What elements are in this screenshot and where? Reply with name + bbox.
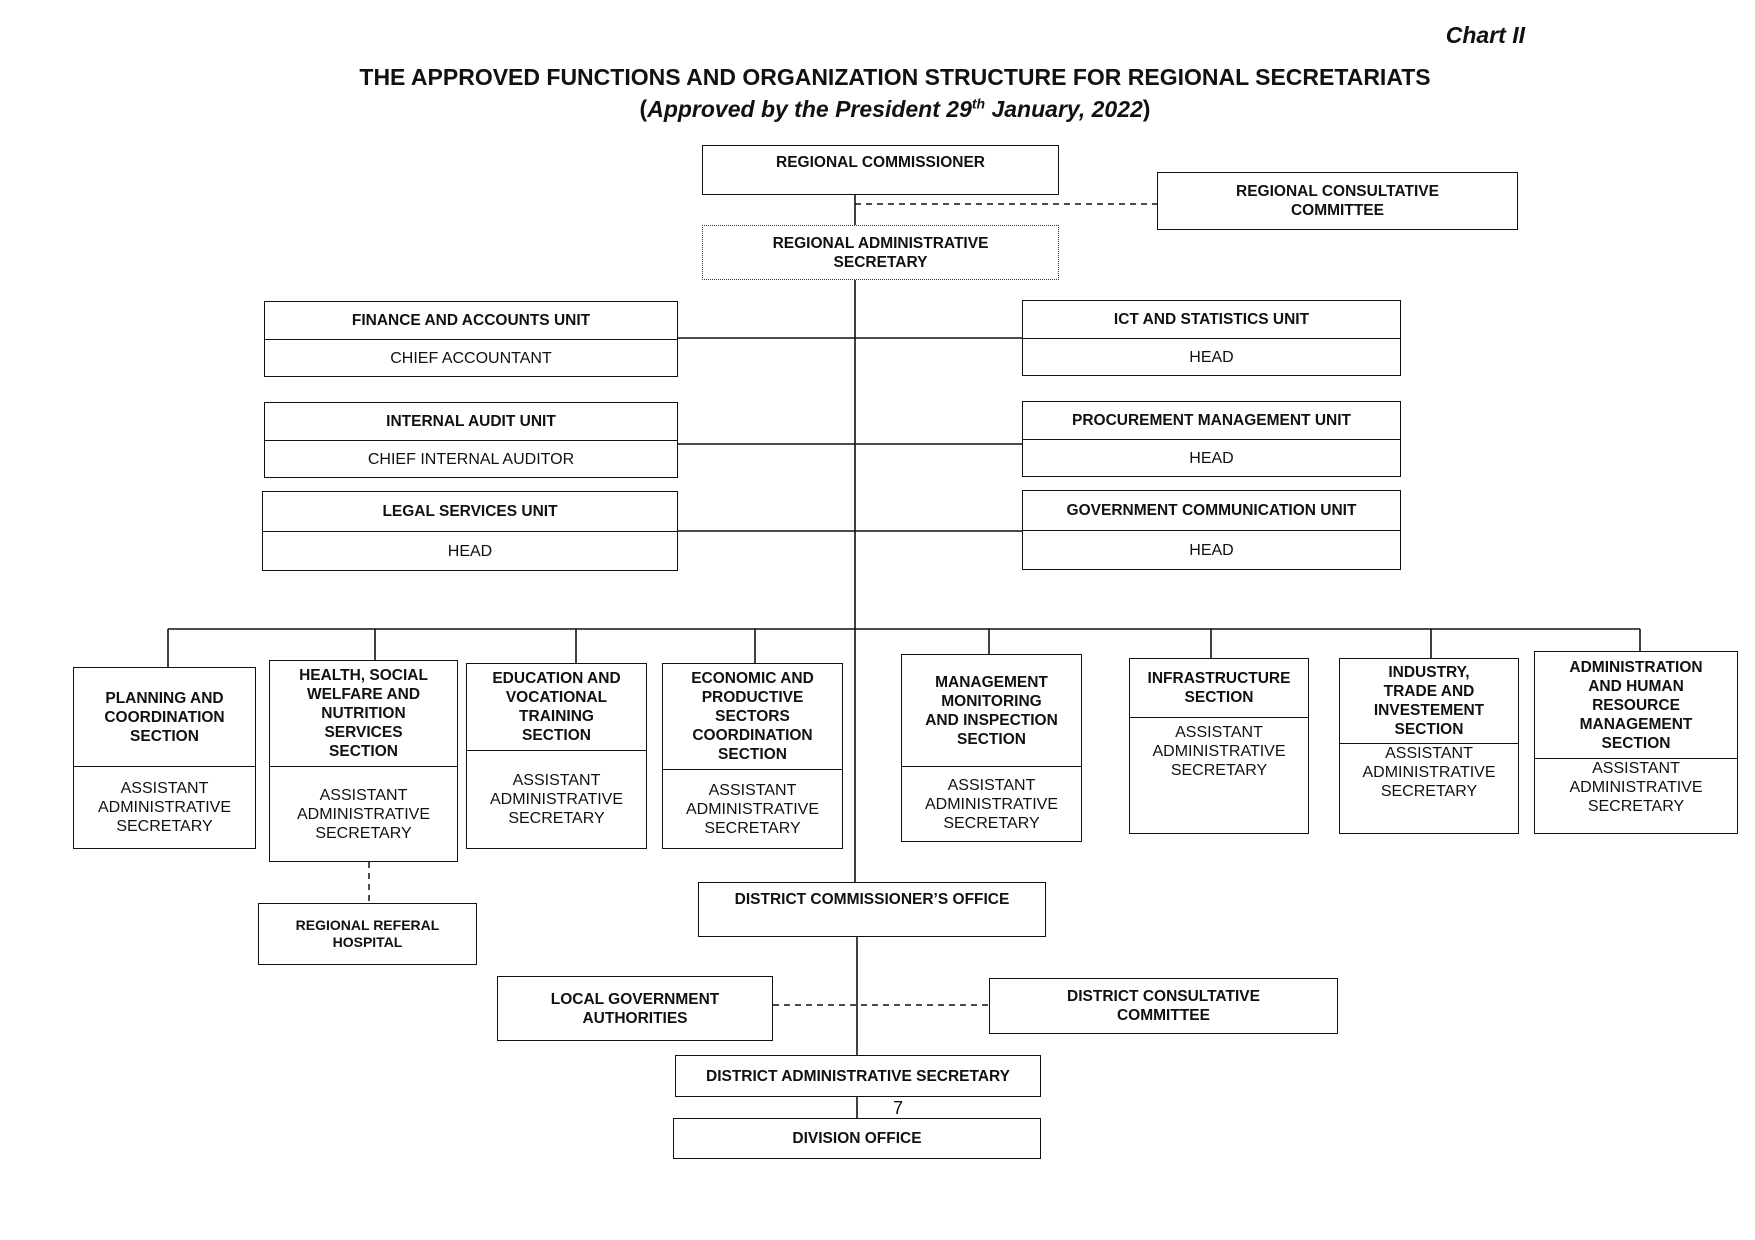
subtitle-date-text: January, 2022 xyxy=(985,95,1143,122)
ict-and-statistics-unit: ICT AND STATISTICS UNIT HEAD xyxy=(1022,300,1401,376)
section-name: INDUSTRY, TRADE AND INVESTEMENT SECTION xyxy=(1373,664,1485,738)
section-name: INFRASTRUCTURE SECTION xyxy=(1147,670,1291,706)
section-head: ASSISTANT ADMINISTRATIVE SECRETARY xyxy=(467,750,646,848)
industry-trade-and-investement-section: INDUSTRY, TRADE AND INVESTEMENT SECTION … xyxy=(1339,658,1519,834)
district-administrative-secretary-box: DISTRICT ADMINISTRATIVE SECRETARY xyxy=(675,1055,1041,1097)
unit-name: ICT AND STATISTICS UNIT xyxy=(1113,311,1310,328)
section-head: ASSISTANT ADMINISTRATIVE SECRETARY xyxy=(902,766,1081,841)
page-title: THE APPROVED FUNCTIONS AND ORGANIZATION … xyxy=(359,64,1431,90)
section-name: ADMINISTRATION AND HUMAN RESOURCE MANAGE… xyxy=(1569,658,1703,752)
government-communication-unit: GOVERNMENT COMMUNICATION UNIT HEAD xyxy=(1022,490,1401,570)
education-and-vocational-training-section: EDUCATION AND VOCATIONAL TRAINING SECTIO… xyxy=(466,663,647,849)
procurement-management-unit: PROCUREMENT MANAGEMENT UNIT HEAD xyxy=(1022,401,1401,477)
section-head: ASSISTANT ADMINISTRATIVE SECRETARY xyxy=(663,769,842,848)
section-name: PLANNING AND COORDINATION SECTION xyxy=(104,689,225,745)
district-consultative-committee-box: DISTRICT CONSULTATIVE COMMITTEE xyxy=(989,978,1338,1034)
page-number: 7 xyxy=(893,1098,904,1118)
infrastructure-section: INFRASTRUCTURE SECTION ASSISTANT ADMINIS… xyxy=(1129,658,1309,834)
chart-number-label: Chart II xyxy=(1445,22,1525,48)
management-monitoring-and-inspection-section: MANAGEMENT MONITORING AND INSPECTION SEC… xyxy=(901,654,1082,842)
unit-head: HEAD xyxy=(1023,338,1400,375)
finance-and-accounts-unit: FINANCE AND ACCOUNTS UNIT CHIEF ACCOUNTA… xyxy=(264,301,678,377)
section-name: ECONOMIC AND PRODUCTIVE SECTORS COORDINA… xyxy=(691,670,814,763)
unit-name: GOVERNMENT COMMUNICATION UNIT xyxy=(1066,502,1357,519)
subtitle-close-paren: ) xyxy=(1142,95,1151,122)
regional-administrative-secretary-box: REGIONAL ADMINISTRATIVE SECRETARY xyxy=(702,225,1059,280)
regional-commissioner-box: REGIONAL COMMISSIONER xyxy=(702,145,1059,195)
section-name: HEALTH, SOCIAL WELFARE AND NUTRITION SER… xyxy=(299,667,428,760)
unit-head: HEAD xyxy=(1023,439,1400,476)
unit-head: CHIEF ACCOUNTANT xyxy=(265,339,677,376)
section-head: ASSISTANT ADMINISTRATIVE SECRETARY xyxy=(1130,717,1308,833)
section-head: ASSISTANT ADMINISTRATIVE SECRETARY xyxy=(74,766,255,848)
unit-name: PROCUREMENT MANAGEMENT UNIT xyxy=(1072,412,1351,429)
section-name: EDUCATION AND VOCATIONAL TRAINING SECTIO… xyxy=(492,670,621,744)
legal-services-unit: LEGAL SERVICES UNIT HEAD xyxy=(262,491,678,571)
subtitle-open-paren: ( xyxy=(639,95,648,122)
unit-name: FINANCE AND ACCOUNTS UNIT xyxy=(351,312,591,329)
page-subtitle: (Approved by the President 29th January,… xyxy=(0,95,1755,123)
unit-name: INTERNAL AUDIT UNIT xyxy=(386,413,556,430)
administration-and-human-resource-section: ADMINISTRATION AND HUMAN RESOURCE MANAGE… xyxy=(1534,651,1738,834)
district-commissioners-office-box: DISTRICT COMMISSIONER’S OFFICE xyxy=(698,882,1046,937)
subtitle-superscript: th xyxy=(971,95,986,111)
subtitle-approval-text: Approved by the President 29 xyxy=(647,95,972,122)
section-head: ASSISTANT ADMINISTRATIVE SECRETARY xyxy=(1535,758,1737,833)
section-head: ASSISTANT ADMINISTRATIVE SECRETARY xyxy=(270,766,457,861)
health-social-welfare-nutrition-section: HEALTH, SOCIAL WELFARE AND NUTRITION SER… xyxy=(269,660,458,862)
unit-head: HEAD xyxy=(1023,530,1400,569)
section-name: MANAGEMENT MONITORING AND INSPECTION SEC… xyxy=(925,673,1058,748)
local-government-authorities-box: LOCAL GOVERNMENT AUTHORITIES xyxy=(497,976,773,1041)
unit-name: LEGAL SERVICES UNIT xyxy=(382,503,558,520)
unit-head: HEAD xyxy=(263,531,677,570)
section-head: ASSISTANT ADMINISTRATIVE SECRETARY xyxy=(1340,743,1518,833)
regional-referal-hospital-box: REGIONAL REFERAL HOSPITAL xyxy=(258,903,477,965)
planning-and-coordination-section: PLANNING AND COORDINATION SECTION ASSIST… xyxy=(73,667,256,849)
economic-and-productive-sectors-section: ECONOMIC AND PRODUCTIVE SECTORS COORDINA… xyxy=(662,663,843,849)
regional-consultative-committee-box: REGIONAL CONSULTATIVE COMMITTEE xyxy=(1157,172,1518,230)
unit-head: CHIEF INTERNAL AUDITOR xyxy=(265,440,677,477)
internal-audit-unit: INTERNAL AUDIT UNIT CHIEF INTERNAL AUDIT… xyxy=(264,402,678,478)
division-office-box: DIVISION OFFICE xyxy=(673,1118,1041,1159)
